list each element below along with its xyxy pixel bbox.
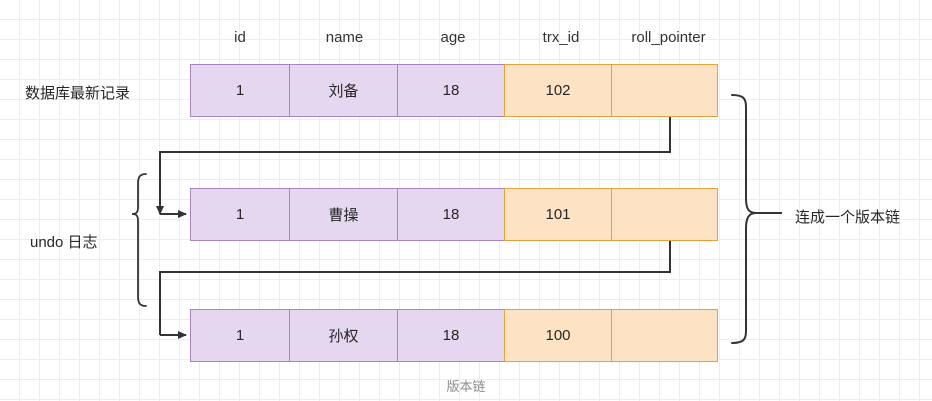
column-header-row: id name age trx_id roll_pointer: [190, 24, 722, 50]
cell-trx-id: 102: [504, 64, 612, 117]
cell-trx-id: 100: [504, 309, 612, 362]
record-row: 1 刘备 18 102: [190, 64, 722, 117]
label-version-chain: 连成一个版本链: [795, 209, 901, 226]
record-row: 1 孙权 18 100: [190, 309, 722, 362]
cell-age: 18: [397, 188, 505, 241]
label-latest-record: 数据库最新记录: [25, 85, 131, 102]
diagram-caption: 版本链: [446, 379, 486, 394]
cell-id: 1: [190, 188, 290, 241]
cell-age: 18: [397, 64, 505, 117]
cell-trx-id: 101: [504, 188, 612, 241]
cell-name: 孙权: [289, 309, 398, 362]
cell-id: 1: [190, 309, 290, 362]
cell-roll-pointer: [611, 64, 718, 117]
cell-roll-pointer: [611, 309, 718, 362]
cell-name: 曹操: [289, 188, 398, 241]
version-chain-brace: [731, 94, 757, 344]
record-row: 1 曹操 18 101: [190, 188, 722, 241]
cell-id: 1: [190, 64, 290, 117]
cell-name: 刘备: [289, 64, 398, 117]
undo-log-brace: [131, 173, 147, 307]
column-header-age: age: [440, 28, 466, 46]
cell-age: 18: [397, 309, 505, 362]
column-header-roll-pointer: roll_pointer: [631, 28, 706, 46]
column-header-id: id: [234, 28, 246, 46]
label-undo-log: undo 日志: [30, 234, 98, 251]
column-header-trx-id: trx_id: [542, 28, 580, 46]
column-header-name: name: [325, 28, 364, 46]
cell-roll-pointer: [611, 188, 718, 241]
